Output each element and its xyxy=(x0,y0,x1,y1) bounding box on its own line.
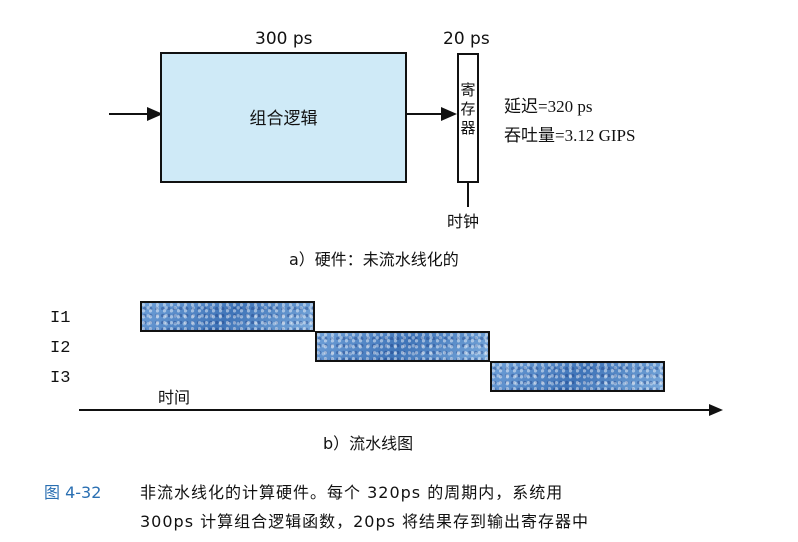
combinational-logic-block: 组合逻辑 xyxy=(160,52,407,183)
instruction-label: I3 xyxy=(50,369,71,388)
register-block: 寄存器 xyxy=(457,53,479,183)
figure-number: 图 4-32 xyxy=(44,483,102,502)
clock-line xyxy=(467,183,469,207)
instruction-label: I1 xyxy=(50,309,71,328)
input-arrow-head xyxy=(147,107,163,121)
time-axis-arrow-head xyxy=(709,404,723,416)
caption-hardware: a）硬件：未流水线化的 xyxy=(289,250,459,269)
combinational-logic-label: 组合逻辑 xyxy=(249,109,318,129)
throughput-text: 吞吐量=3.12 GIPS xyxy=(504,126,636,145)
register-label: 寄存器 xyxy=(460,81,476,137)
clock-label: 时钟 xyxy=(447,212,480,231)
comb-logic-delay: 300 ps xyxy=(255,29,313,49)
instruction-stage-bar xyxy=(140,301,315,332)
logic-to-register-arrow xyxy=(407,113,443,115)
register-delay: 20 ps xyxy=(443,29,490,49)
instruction-stage-bar xyxy=(315,331,490,362)
time-label: 时间 xyxy=(158,388,191,407)
logic-to-register-arrow-head xyxy=(441,107,457,121)
figure-caption-line-2: 300ps 计算组合逻辑函数，20ps 将结果存到输出寄存器中 xyxy=(140,512,590,531)
caption-pipeline: b）流水线图 xyxy=(323,434,414,453)
instruction-stage-bar xyxy=(490,361,665,392)
time-axis xyxy=(79,409,711,411)
instruction-label: I2 xyxy=(50,339,71,358)
latency-text: 延迟=320 ps xyxy=(504,97,593,116)
figure-caption-line-1: 非流水线化的计算硬件。每个 320ps 的周期内，系统用 xyxy=(140,483,564,502)
input-arrow xyxy=(109,113,149,115)
